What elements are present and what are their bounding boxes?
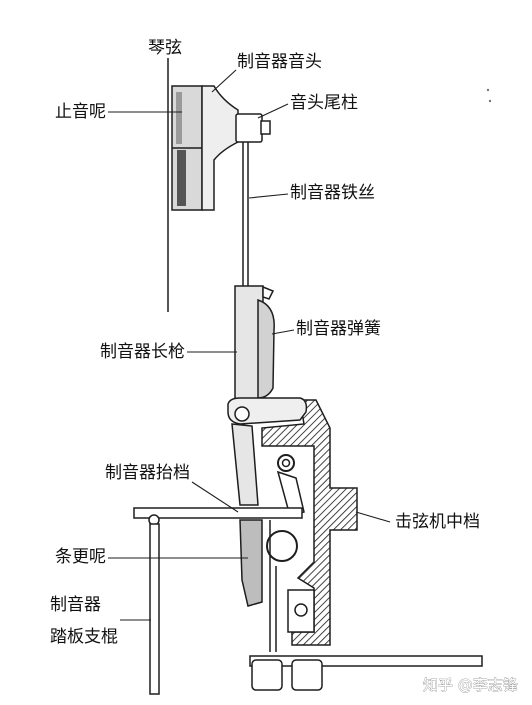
damper-lift-rail xyxy=(133,507,303,519)
leader-damper-lift-rail xyxy=(191,481,239,513)
lift-roller xyxy=(266,530,298,562)
leader-action-center-rail xyxy=(355,511,391,523)
label-damper-felt: 止音呢 xyxy=(55,102,106,122)
leader-damper-wire xyxy=(248,193,289,199)
label-damper-spring: 制音器弹簧 xyxy=(296,319,381,339)
label-damper-lift-rail: 制音器抬档 xyxy=(105,463,190,483)
damper-lever-tip xyxy=(262,285,275,300)
strip-felt xyxy=(239,519,263,607)
label-head-tail-post: 音头尾柱 xyxy=(290,93,358,113)
label-strip-felt: 条更呢 xyxy=(55,547,106,567)
speck xyxy=(486,88,490,92)
watermark: 知乎 @李志锋 xyxy=(423,676,518,694)
bottom-block-left xyxy=(251,659,283,691)
label-damper-wire: 制音器铁丝 xyxy=(290,183,375,203)
pivot-pin xyxy=(234,406,250,422)
damper-spring xyxy=(257,298,275,399)
bottom-block-right xyxy=(291,659,323,691)
leader-head-tail-post xyxy=(257,103,289,119)
leader-damper-head xyxy=(211,69,237,93)
label-pedal-rod-line1: 制音器 xyxy=(50,595,101,615)
label-action-center-rail: 击弦机中档 xyxy=(395,512,480,532)
damper-head xyxy=(201,85,239,211)
lower-flange-screw xyxy=(294,603,308,617)
leader-damper-spring xyxy=(271,329,295,335)
damper-felt-upper-shade xyxy=(176,92,182,144)
label-pedal-rod-line2: 踏板支棍 xyxy=(50,627,118,647)
bottom-rail xyxy=(249,655,483,667)
label-string: 琴弦 xyxy=(148,38,182,58)
spring-coil-inner xyxy=(281,458,291,468)
pedal-rod xyxy=(149,523,160,695)
tail-post-nub xyxy=(260,120,271,135)
damper-felt-inner xyxy=(177,150,186,206)
label-damper-lever: 制音器长枪 xyxy=(100,342,185,362)
speck xyxy=(488,99,492,103)
lift-lever xyxy=(276,470,305,517)
damper-lever-lower xyxy=(231,423,259,506)
label-damper-head: 制音器音头 xyxy=(237,52,322,72)
